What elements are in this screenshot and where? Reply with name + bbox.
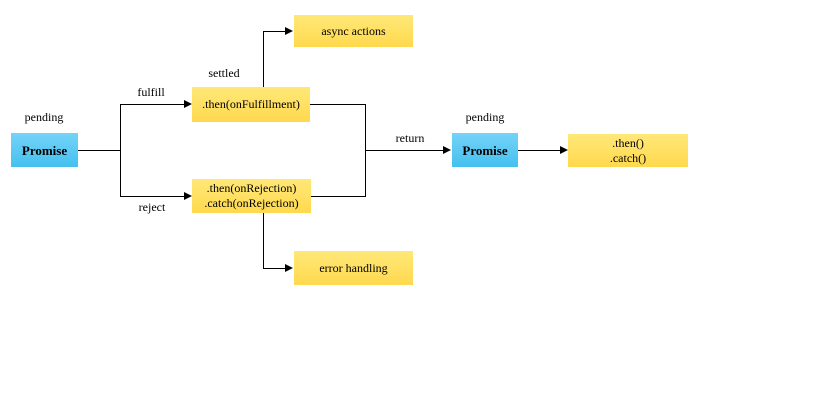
node-promise-returned: Promise bbox=[452, 133, 518, 167]
node-error-handling: error handling bbox=[294, 251, 413, 285]
connector-return bbox=[365, 150, 443, 151]
connector-reject bbox=[120, 196, 184, 197]
node-async-actions: async actions bbox=[294, 15, 413, 47]
connector-fork-vertical bbox=[120, 104, 121, 197]
edge-label-reject: reject bbox=[138, 200, 166, 214]
connector-promise-to-chain bbox=[518, 150, 560, 151]
node-rejection-handler-line2: .catch(onRejection) bbox=[204, 196, 299, 210]
node-chained-handlers-line1: .then() bbox=[612, 135, 644, 150]
connector-fulfillment-to-merge bbox=[310, 104, 365, 105]
arrowhead-fulfill-icon bbox=[184, 100, 192, 108]
node-error-handling-label: error handling bbox=[319, 260, 388, 275]
edge-label-fulfill: fulfill bbox=[137, 85, 165, 99]
state-label-pending-initial: pending bbox=[24, 110, 64, 124]
node-promise-initial-label: Promise bbox=[21, 142, 68, 158]
node-fulfillment-handler: .then(onFulfillment) bbox=[192, 87, 310, 122]
connector-fulfill bbox=[120, 104, 184, 105]
arrowhead-async-icon bbox=[285, 27, 293, 35]
arrowhead-return-icon bbox=[443, 146, 451, 154]
connector-to-error-vertical bbox=[263, 213, 264, 268]
node-chained-handlers: .then() .catch() bbox=[568, 134, 688, 167]
node-async-actions-label: async actions bbox=[321, 23, 386, 38]
arrowhead-chain-icon bbox=[560, 146, 568, 154]
connector-to-error-horizontal bbox=[263, 268, 285, 269]
node-promise-initial: Promise bbox=[11, 133, 78, 167]
connector-to-async-horizontal bbox=[263, 31, 285, 32]
node-chained-handlers-line2: .catch() bbox=[609, 150, 647, 165]
connector-rejection-to-merge bbox=[311, 196, 365, 197]
node-fulfillment-handler-label: .then(onFulfillment) bbox=[202, 97, 300, 111]
node-promise-returned-label: Promise bbox=[462, 142, 508, 158]
state-label-settled: settled bbox=[208, 66, 240, 80]
connector-to-async-vertical bbox=[263, 31, 264, 87]
arrowhead-error-icon bbox=[285, 264, 293, 272]
node-rejection-handler: .then(onRejection) .catch(onRejection) bbox=[192, 179, 311, 213]
arrowhead-reject-icon bbox=[184, 192, 192, 200]
connector-promise-to-fork bbox=[78, 150, 120, 151]
edge-label-return: return bbox=[395, 131, 425, 145]
node-rejection-handler-line1: .then(onRejection) bbox=[206, 181, 297, 195]
state-label-pending-returned: pending bbox=[465, 110, 505, 124]
